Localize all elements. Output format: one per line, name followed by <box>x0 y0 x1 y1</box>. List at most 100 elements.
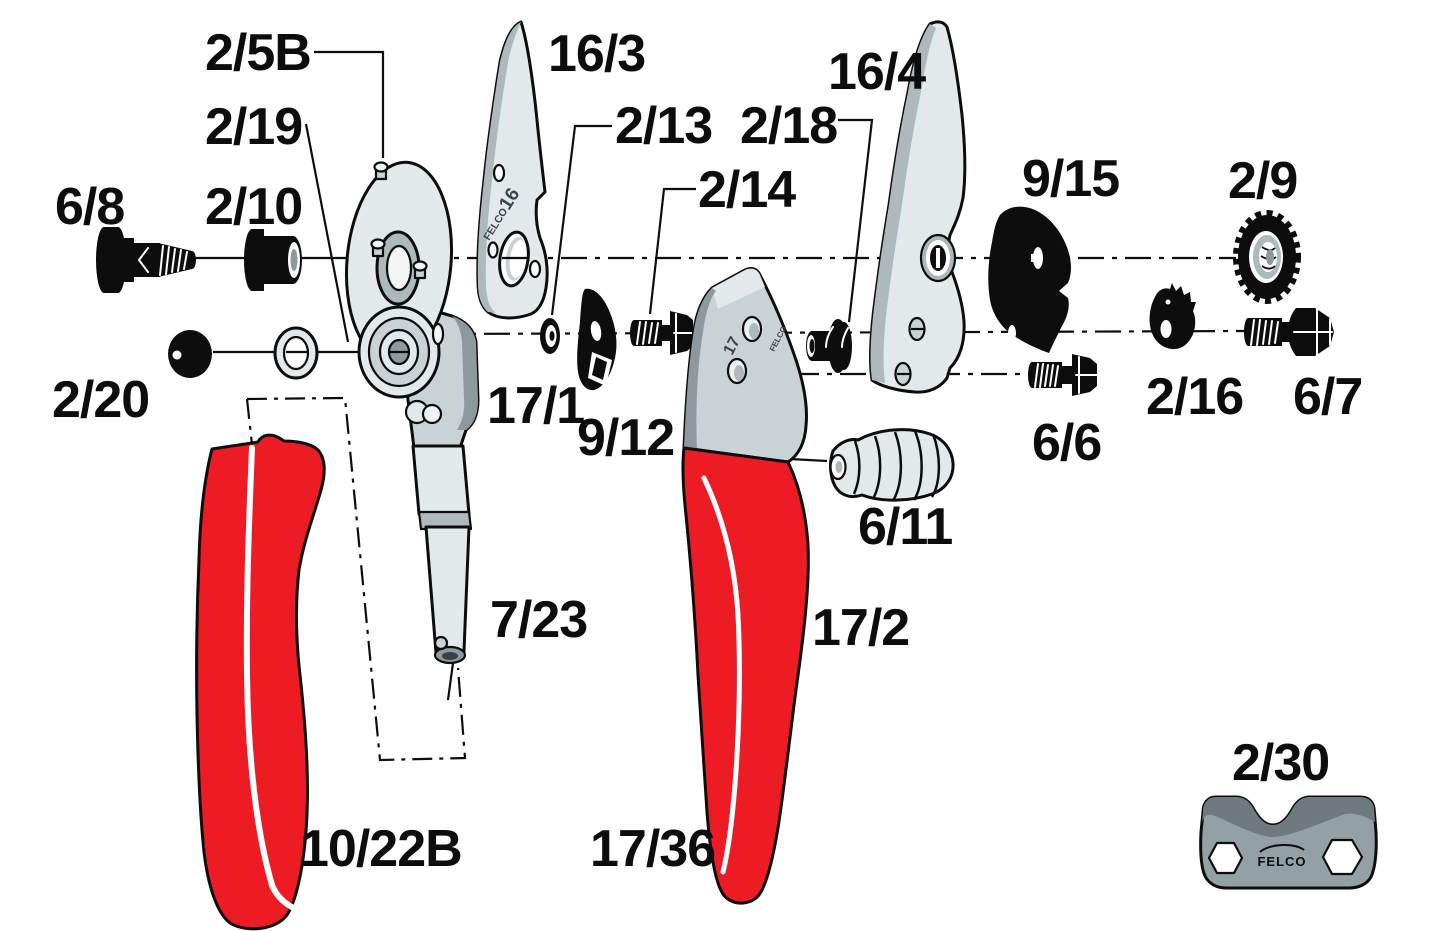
lever-top-face <box>712 268 765 309</box>
housing-side-hole <box>431 322 445 346</box>
leader-2-5b <box>314 50 385 158</box>
bushing-flange-face <box>244 229 260 291</box>
pawl-hole <box>1160 320 1172 338</box>
cam-plate-body <box>988 206 1071 353</box>
label-17-36: 17/36 <box>590 820 715 878</box>
label-16-3: 16/3 <box>548 25 645 83</box>
cam-hole <box>590 321 602 341</box>
cap-hole <box>172 350 182 360</box>
wrench-logo-text: FELCO <box>1257 854 1306 869</box>
washer-bore <box>549 331 555 341</box>
pawl-body <box>1149 283 1196 350</box>
rivet-7-23 <box>433 635 449 651</box>
part-bushing-2-10 <box>244 229 302 291</box>
dashed-handle-outline <box>245 396 467 762</box>
rod-guide-line <box>446 662 455 701</box>
boss-pin-face <box>421 403 443 425</box>
lever-hole-lower-shade <box>734 365 744 381</box>
bolt67-bevels <box>1316 308 1331 356</box>
handle-grip-17-36 <box>681 446 810 905</box>
part-handle-10-22b <box>195 433 326 931</box>
leader-2-14 <box>648 187 696 315</box>
wrench-logo-arc <box>1259 844 1305 853</box>
label-2-13: 2/13 <box>615 97 712 155</box>
label-7-23: 7/23 <box>490 591 587 649</box>
bolt-thread-lines <box>159 245 188 276</box>
part-gear-nut-2-9 <box>1233 210 1301 304</box>
label-2-19: 2/19 <box>205 98 302 156</box>
bushing18-bore <box>809 339 815 353</box>
plate-hub-bore <box>385 244 413 292</box>
label-2-18: 2/18 <box>740 97 837 155</box>
wrench-hex-left <box>1207 841 1244 875</box>
part-bolt-6-7 <box>1244 308 1334 356</box>
axis-b-dash <box>436 329 1247 336</box>
wrench-logo: FELCO <box>1257 844 1306 869</box>
label-9-15: 9/15 <box>1022 150 1119 208</box>
spring-coils <box>852 430 941 501</box>
rod-end-bore <box>442 652 458 660</box>
gear-bore-center <box>1266 249 1274 265</box>
part-counter-blade-16-4 <box>869 20 967 394</box>
bolt-tip <box>188 251 196 269</box>
part-screw-2-14 <box>630 311 693 355</box>
head-tube <box>411 444 471 516</box>
leader-2-13 <box>550 124 612 316</box>
cap-dome <box>168 330 212 378</box>
blade-cutting-edge <box>477 22 521 313</box>
part-cap-2-20 <box>168 330 212 378</box>
label-6-11: 6/11 <box>858 498 952 556</box>
bolt-hex-chevron <box>137 247 149 273</box>
part-ring-2-19 <box>273 326 319 380</box>
bolt-hex <box>132 243 160 277</box>
head-housing-shade <box>452 316 478 430</box>
part-washer-2-13 <box>540 318 560 354</box>
screw66-tip <box>1028 362 1036 388</box>
blade-hole-right <box>528 259 542 279</box>
cam-plate-slot-notch <box>1031 254 1037 262</box>
label-17-1: 17/1 <box>487 377 584 435</box>
lever-stamp-number: 17 <box>721 334 744 358</box>
bushing18-highlights <box>825 326 849 348</box>
label-2-9: 2/9 <box>1228 152 1297 210</box>
bolt-flange-face <box>96 227 112 293</box>
label-2-16: 2/16 <box>1146 368 1243 426</box>
spring-body <box>829 428 955 502</box>
part-pawl-2-16 <box>1149 283 1196 350</box>
screw-thread-lines <box>636 321 659 345</box>
bolt67-tip <box>1244 318 1252 346</box>
bolt-neck <box>118 238 134 282</box>
leader-2-19 <box>304 123 350 343</box>
part-bushing-2-18 <box>806 319 852 373</box>
dashed-outline-right <box>246 396 467 762</box>
wrench-hex-right <box>1321 838 1364 876</box>
handle-grip-left <box>195 433 326 931</box>
part-cutting-head-17-1 <box>344 160 480 701</box>
label-10-22b: 10/22B <box>300 820 462 878</box>
bushing18-flange-back <box>836 322 852 370</box>
plate-studs <box>370 161 428 280</box>
lever-shade <box>684 288 716 450</box>
label-17-2: 17/2 <box>812 599 909 657</box>
screw66-shank <box>1060 366 1074 384</box>
stud-top <box>412 260 428 272</box>
socket-slit <box>936 248 940 268</box>
cam-notch-inner <box>592 357 607 380</box>
stud-top <box>373 161 389 173</box>
label-2-10: 2/10 <box>205 178 302 236</box>
label-2-14: 2/14 <box>698 161 796 219</box>
leader-lines <box>304 50 874 343</box>
wrench-top-shade <box>1202 797 1375 837</box>
cam-plate-slot <box>1033 247 1043 269</box>
label-6-6: 6/6 <box>1032 414 1101 472</box>
handle-grip-stripe <box>701 475 742 875</box>
pawl-dot <box>1165 299 1171 305</box>
part-labels: 2/5B 2/19 6/8 2/10 16/3 2/13 2/14 2/18 1… <box>52 24 1363 878</box>
screw66-coils <box>1034 363 1059 388</box>
label-6-8: 6/8 <box>55 178 124 236</box>
part-screw-6-6 <box>1028 354 1098 396</box>
part-bolt-6-8 <box>96 227 196 293</box>
part-blade-16-3: FELCO 16 <box>476 20 549 320</box>
lever-stamp-number-wrap: 17 <box>721 334 744 358</box>
